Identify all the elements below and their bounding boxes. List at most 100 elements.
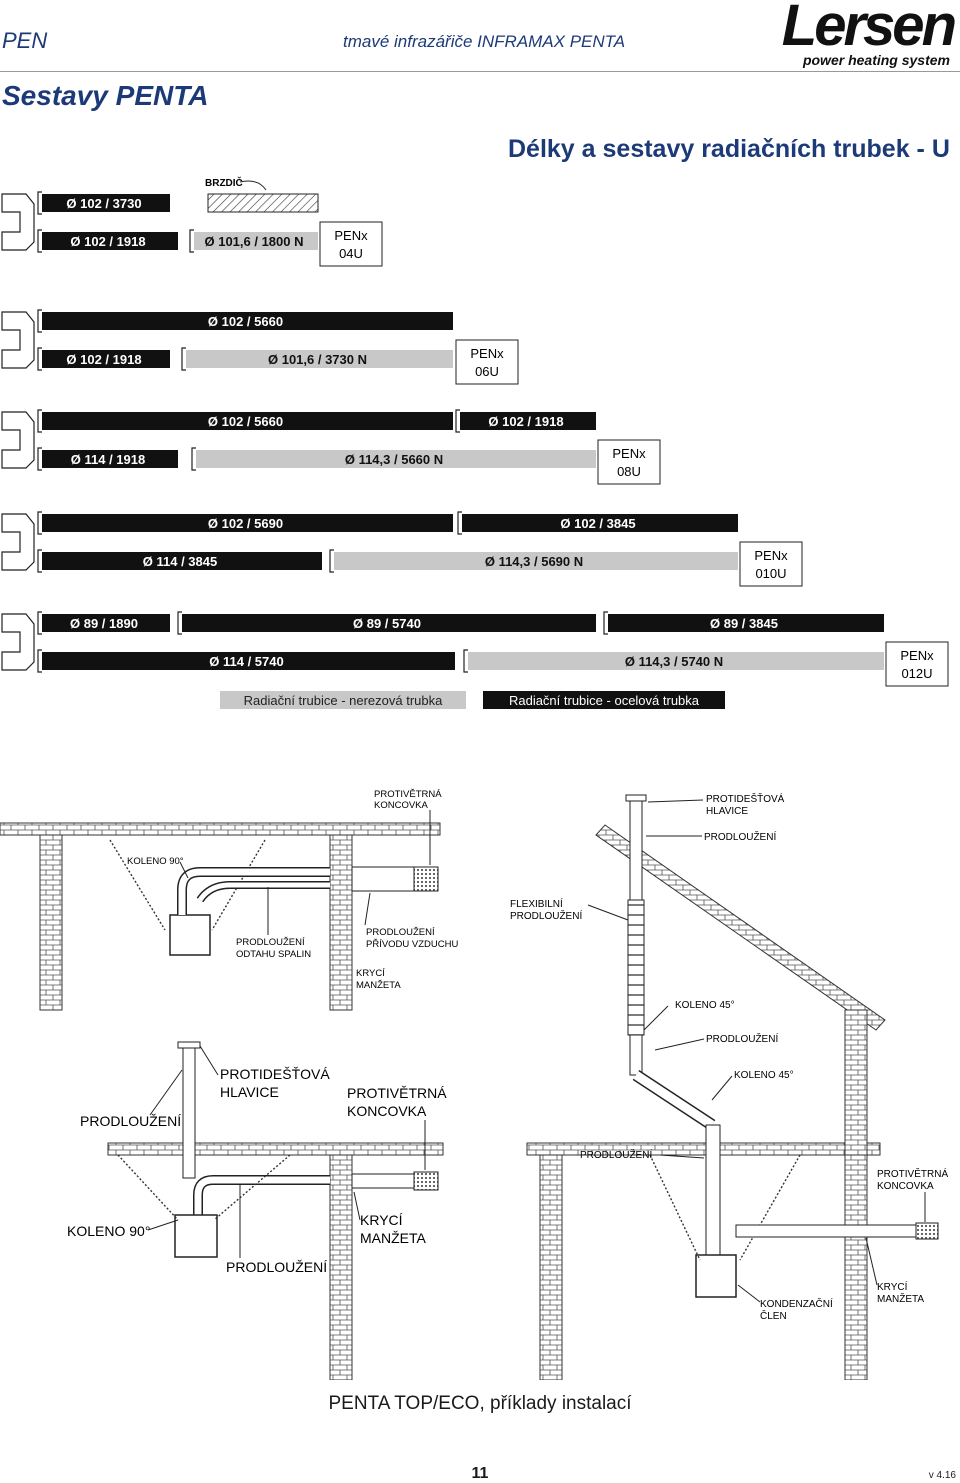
- vertical-pipe: [629, 1034, 643, 1076]
- model-box: [319, 221, 383, 267]
- chain: [649, 1154, 801, 1261]
- flange-bracket: [455, 409, 460, 433]
- model-box: [739, 541, 803, 587]
- pointer: [147, 1219, 179, 1231]
- label-wind-end-2: KONCOVKA: [877, 1181, 934, 1192]
- label-ext-1: PRODLOUŽENÍ: [80, 1113, 181, 1129]
- pointer: [737, 1284, 761, 1303]
- label-collar-2: MANŽETA: [356, 980, 401, 991]
- bottom-tube-label: Ø 101,6 / 1800 N: [204, 234, 303, 249]
- brick-wall-icon: [844, 1009, 868, 1161]
- elbow-90: [193, 1175, 330, 1215]
- flange-bracket: [37, 447, 42, 471]
- vertical-pipe-top: [629, 800, 643, 902]
- flange-bracket: [463, 649, 468, 673]
- model-box-line1: PENx: [754, 548, 788, 563]
- pointer: [865, 1237, 878, 1286]
- legend-steel-swatch: [483, 691, 725, 709]
- label-flue-ext-2: ODTAHU SPALIN: [236, 949, 311, 960]
- top-tube-label: Ø 102 / 5690: [208, 516, 283, 531]
- pointer: [364, 892, 371, 926]
- label-air-ext-2: PŘÍVODU VZDUCHU: [366, 939, 459, 950]
- model-box: [885, 641, 949, 687]
- brake-insert: [207, 193, 319, 213]
- flange-bracket: [603, 611, 608, 635]
- pointer: [643, 1005, 669, 1031]
- flange-bracket: [37, 649, 42, 673]
- top-tube-label: Ø 89 / 3845: [710, 616, 778, 631]
- top-tube-1: [42, 194, 170, 212]
- legend-stainless-swatch: [220, 691, 466, 709]
- ceiling-beam: [526, 1142, 881, 1156]
- assembly-012u: Ø 89 / 1890 Ø 89 / 5740 Ø 89 / 3845 Ø 114 /…: [1, 613, 949, 687]
- version-label: v 4.16: [928, 1470, 956, 1481]
- top-tube-3: [608, 614, 884, 632]
- bottom-tube-label: Ø 101,6 / 3730 N: [268, 352, 367, 367]
- bottom-tube-1: [42, 232, 178, 250]
- flange-bracket: [37, 611, 42, 635]
- wind-end-cap: [413, 866, 439, 892]
- bottom-tube-label: Ø 102 / 1918: [66, 352, 141, 367]
- top-tube-label: Ø 102 / 1918: [488, 414, 563, 429]
- top-tube-1: [42, 514, 453, 532]
- model-box: [455, 339, 519, 385]
- diagram-horizontal-flue: PROTIVĚTRNÁ KONCOVKA KOLENO 90° PRODLOUŽ…: [0, 789, 459, 1011]
- model-box: [597, 439, 661, 485]
- brick-wall-icon: [844, 1154, 868, 1380]
- label-ext-3: PRODLOUŽENÍ: [580, 1148, 652, 1161]
- label-ext-1: PRODLOUŽENÍ: [704, 830, 776, 843]
- legend-steel-text: Radiační trubice - ocelová trubka: [509, 693, 700, 708]
- top-tube-2: [182, 614, 596, 632]
- bottom-tube-label: Ø 114,3 / 5740 N: [625, 654, 723, 669]
- label-elbow-90: KOLENO 90°: [127, 856, 184, 867]
- flange-bracket: [37, 549, 42, 573]
- top-tube-label: Ø 102 / 5660: [208, 414, 283, 429]
- label-elbow-90: KOLENO 90°: [67, 1223, 150, 1239]
- sloped-roof: [595, 824, 886, 1031]
- label-wind-end-1: PROTIVĚTRNÁ: [374, 789, 442, 800]
- label-rain-cap-2: HLAVICE: [706, 806, 748, 817]
- flue-pipe: [178, 868, 330, 915]
- figure-caption: PENTA TOP/ECO, příklady instalací: [328, 1393, 632, 1414]
- air-pipe-inner: [197, 882, 330, 902]
- bottom-tube-1: [42, 552, 322, 570]
- pointer: [654, 1038, 705, 1051]
- pointer: [647, 799, 704, 803]
- brick-wall-icon: [329, 1154, 353, 1380]
- bottom-tube-2: [334, 552, 738, 570]
- top-tube-label: Ø 89 / 5740: [353, 616, 421, 631]
- flange-bracket: [37, 309, 42, 333]
- pointer: [179, 861, 189, 879]
- brake-label: BRZDIČ: [205, 176, 243, 189]
- label-ext-2: PRODLOUŽENÍ: [706, 1032, 778, 1045]
- pointer: [353, 1191, 361, 1221]
- pipe-through-wall: [351, 866, 415, 892]
- model-box-line2: 012U: [901, 666, 932, 681]
- bottom-tube-label: Ø 114 / 5740: [209, 654, 283, 669]
- u-bend-icon: [1, 311, 35, 369]
- label-wind-end-2: KONCOVKA: [374, 800, 429, 811]
- page-number: 11: [471, 1465, 489, 1482]
- heater-unit: [174, 1214, 218, 1258]
- label-flex-1: FLEXIBILNÍ: [510, 897, 563, 910]
- label-rain-cap-2: HLAVICE: [220, 1084, 279, 1100]
- elbow-45-pipe-inner: [633, 1071, 715, 1129]
- top-tube-label: Ø 102 / 5660: [208, 314, 283, 329]
- bottom-tube-label: Ø 114,3 / 5660 N: [345, 452, 443, 467]
- heater-unit: [169, 914, 211, 956]
- ceiling-beam: [0, 822, 441, 836]
- brick-wall-icon: [329, 834, 353, 1011]
- flange-bracket: [37, 347, 42, 371]
- label-wind-end-1: PROTIVĚTRNÁ: [347, 1085, 447, 1101]
- u-bend-icon: [1, 513, 35, 571]
- flange-bracket: [189, 229, 194, 253]
- chain: [117, 1154, 291, 1221]
- bottom-tube-2: [468, 652, 884, 670]
- top-tube-label: Ø 89 / 1890: [70, 616, 138, 631]
- bottom-tube-1: [42, 652, 455, 670]
- brand-logo: Lersen power heating system: [684, 0, 957, 68]
- label-collar-1: KRYCÍ: [877, 1280, 908, 1293]
- vertical-pipe: [182, 1047, 196, 1179]
- label-rain-cap-1: PROTIDEŠŤOVÁ: [706, 792, 785, 805]
